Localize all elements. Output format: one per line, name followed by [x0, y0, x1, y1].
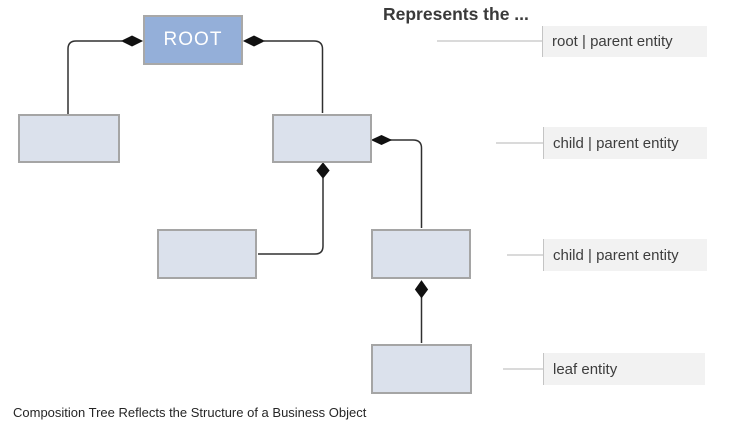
composition-diamond-middle-right — [370, 134, 393, 146]
composition-diamond-middle-bottom — [316, 162, 330, 179]
child-node-row3-right — [371, 229, 471, 279]
leaf-node — [371, 344, 472, 394]
legend-item-child-parent-1-label: child | parent entity — [553, 134, 679, 152]
legend-item-leaf-label: leaf entity — [553, 360, 618, 378]
legend-item-leaf: leaf entity — [543, 353, 705, 385]
child-node-row3-left — [157, 229, 257, 279]
legend-heading: Represents the ... — [383, 4, 529, 24]
diagram-caption: Composition Tree Reflects the Structure … — [13, 405, 367, 420]
composition-diamond-root-left — [120, 35, 144, 47]
root-node-label: ROOT — [163, 29, 223, 50]
legend-item-child-parent-2: child | parent entity — [543, 239, 707, 271]
legend-item-root-label: root | parent entity — [552, 33, 673, 50]
connector-row3left-to-middle — [258, 178, 324, 255]
child-node-left — [18, 114, 120, 163]
connector-leftchild-to-root — [67, 40, 122, 114]
child-node-middle — [272, 114, 372, 163]
connector-row3right-to-middle — [390, 139, 423, 228]
legend-item-child-parent-2-label: child | parent entity — [553, 246, 679, 264]
legend-item-child-parent-1: child | parent entity — [543, 127, 707, 159]
root-node: ROOT — [143, 15, 243, 65]
connector-midchild-to-root — [264, 40, 324, 113]
legend-item-root: root | parent entity — [542, 26, 707, 57]
composition-diamond-root-right — [242, 35, 266, 47]
composition-diamond-row3right-bottom — [414, 280, 429, 299]
